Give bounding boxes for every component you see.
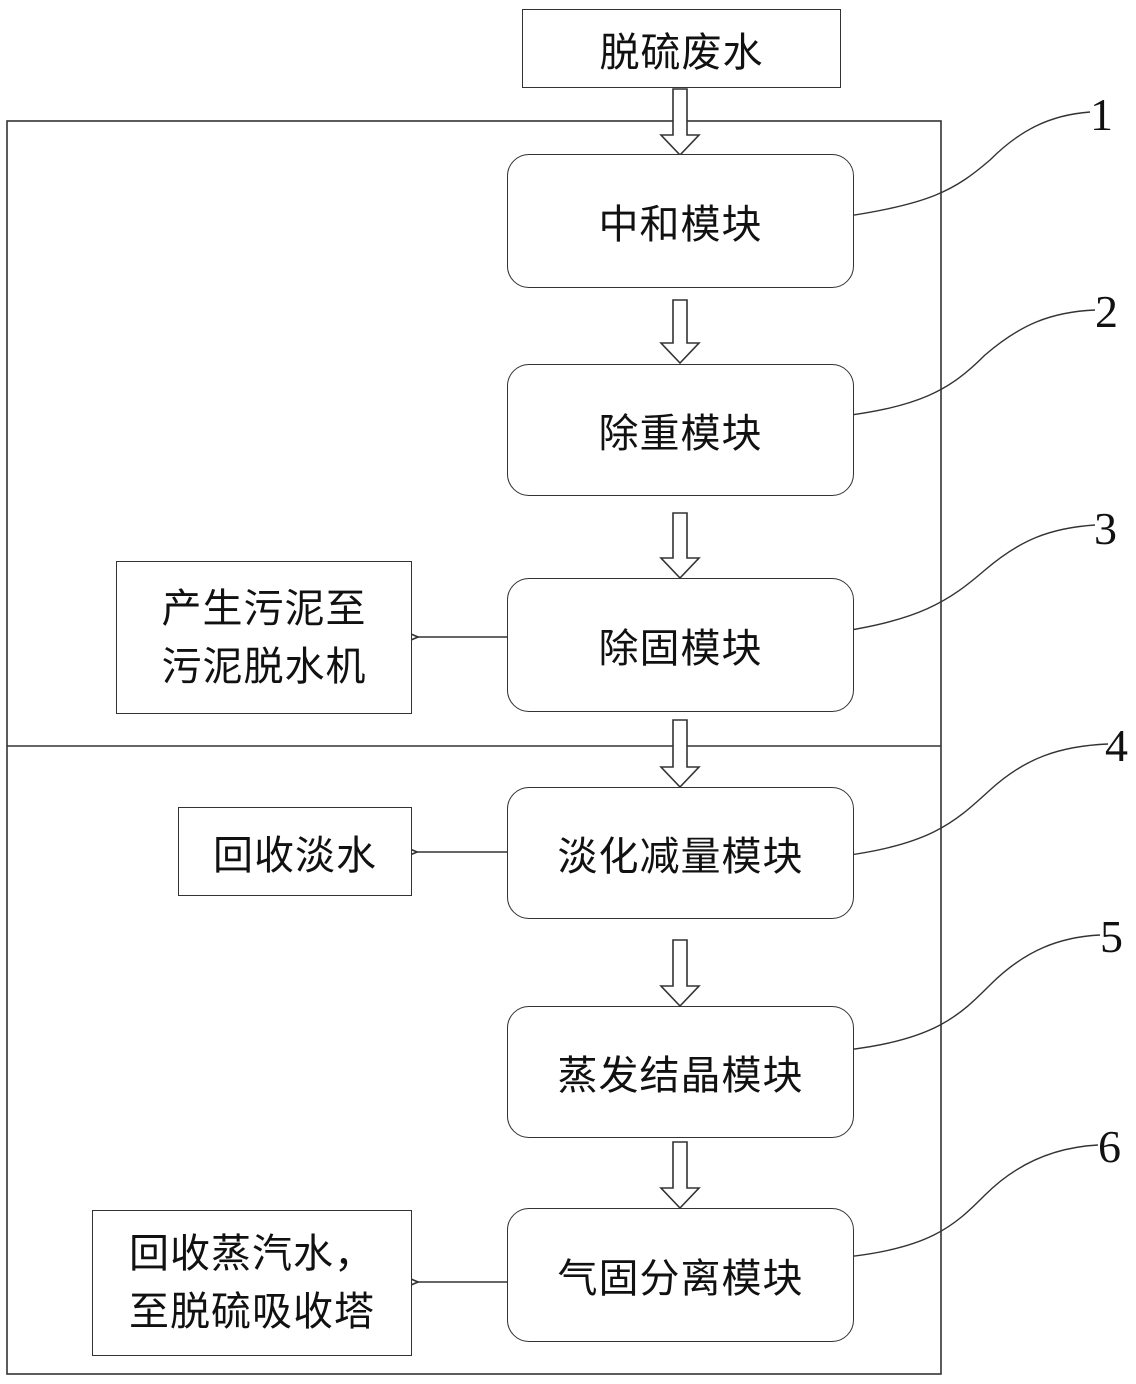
system-frame [6,120,942,1375]
output-freshwater-label: 回收淡水 [213,832,377,879]
leader-line-5 [845,934,1101,1051]
leader-line-6 [834,1144,1099,1259]
leader-line-4 [833,743,1109,858]
leader-line-2 [826,309,1096,419]
flow-arrow-input-to-1 [659,88,701,157]
module-label-2: 除重模块 [598,411,763,457]
flow-arrow-3-to-4 [659,719,701,789]
module-label-4: 淡化减量模块 [557,834,804,880]
module-box-neutralization: 中和模块 [507,154,854,288]
flow-arrow-5-to-6 [659,1141,701,1210]
leader-line-3 [822,524,1096,635]
ref-number-5: 5 [1100,911,1123,962]
output-box-freshwater: 回收淡水 [178,807,412,896]
ref-number-4: 4 [1105,720,1128,771]
leader-line-1 [833,111,1091,219]
module-box-solids-removal: 除固模块 [507,578,854,712]
flow-arrow-4-to-5 [659,939,701,1008]
module-box-evaporation-crystallization: 蒸发结晶模块 [507,1006,854,1138]
ref-number-1: 1 [1090,89,1113,140]
ref-number-2: 2 [1095,286,1118,337]
module-box-heavy-metal-removal: 除重模块 [507,364,854,496]
ref-number-6: 6 [1098,1121,1121,1172]
output-steam-line1: 回收蒸汽水， [129,1231,375,1277]
module-label-3: 除固模块 [598,626,763,672]
module-box-gas-solid-separation: 气固分离模块 [507,1208,854,1342]
flow-arrow-1-to-2 [659,299,701,365]
output-steam-line2: 至脱硫吸收塔 [129,1289,375,1335]
input-label: 脱硫废水 [599,29,764,76]
output-box-sludge: 产生污泥至 污泥脱水机 [116,561,412,714]
module-label-6: 气固分离模块 [557,1256,804,1302]
flow-arrow-2-to-3 [659,512,701,580]
module-label-5: 蒸发结晶模块 [557,1053,804,1099]
input-box: 脱硫废水 [522,9,841,88]
output-sludge-line2: 污泥脱水机 [161,643,367,690]
module-label-1: 中和模块 [598,202,763,248]
ref-number-3: 3 [1094,503,1117,554]
module-box-desalination: 淡化减量模块 [507,787,854,919]
output-box-steam: 回收蒸汽水， 至脱硫吸收塔 [92,1210,412,1356]
output-sludge-line1: 产生污泥至 [161,585,367,632]
